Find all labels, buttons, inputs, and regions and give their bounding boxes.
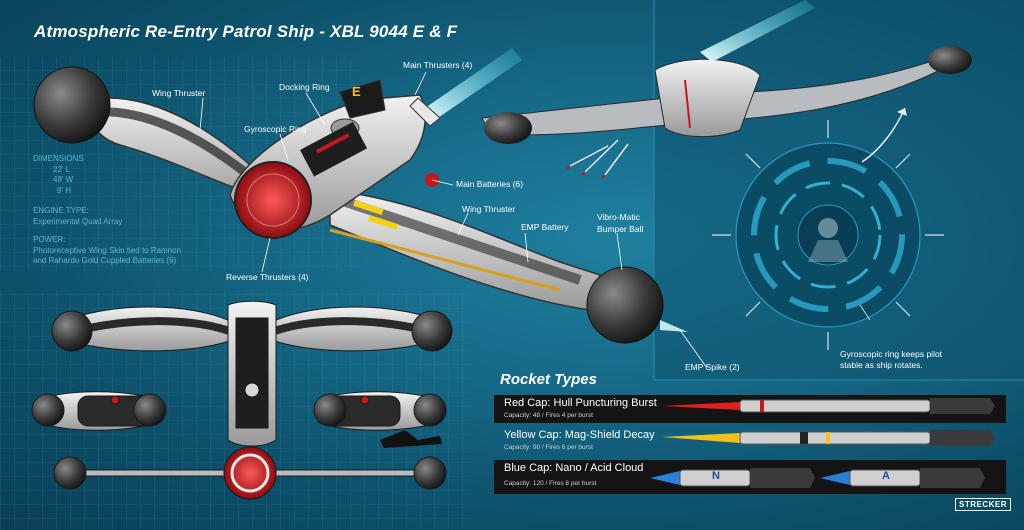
- callout-wing-thruster-left: Wing Thruster: [152, 88, 206, 98]
- rocket-name: Red Cap: Hull Puncturing Burst: [504, 397, 657, 409]
- front-view: [53, 446, 447, 500]
- dimension-length: 22' L: [53, 164, 71, 174]
- callout-main-thrusters: Main Thrusters (4): [403, 60, 473, 70]
- callout-bumper-ball-line2: Bumper Ball: [597, 224, 644, 234]
- callout-lines: [199, 71, 708, 369]
- thrust-beam: [425, 48, 522, 122]
- right-bumper-ball: [586, 266, 664, 344]
- callout-emp-spike: EMP Spike (2): [685, 362, 740, 372]
- power-line-2: and Rahardo Gold Cuppled Batteries (6): [33, 256, 177, 265]
- poster-title: Atmospheric Re-Entry Patrol Ship - XBL 9…: [34, 22, 458, 41]
- rocket-row-blue: Blue Cap: Nano / Acid Cloud Capacity: 12…: [494, 460, 1006, 494]
- rocket-marking-a: A: [882, 470, 890, 482]
- rocket-art-yellow: [662, 430, 995, 446]
- power-label: POWER:: [33, 235, 66, 244]
- callout-wing-thruster-right: Wing Thruster: [462, 204, 516, 214]
- flying-ship: [481, 0, 972, 179]
- artist-signature: STRECKER: [955, 498, 1012, 511]
- cutaway-ship: [33, 48, 688, 344]
- gyroscope-diagram: [712, 107, 944, 350]
- ship-tail-marking: E: [352, 84, 361, 99]
- rocket-capacity: Capacity: 90 / Fires 6 per burst: [504, 444, 593, 451]
- rocket-name: Yellow Cap: Mag-Shield Decay: [504, 429, 655, 441]
- power-line-1: Photoreceptive Wing Skin tied to Ramnon: [33, 245, 182, 255]
- spec-block: DIMENSIONS 22' L 48' W 9' H ENGINE TYPE:…: [33, 154, 333, 267]
- rocket-marking-n: N: [712, 470, 720, 482]
- left-bumper-ball: [33, 66, 111, 144]
- engine-type-label: ENGINE TYPE:: [33, 206, 89, 215]
- callout-emp-battery: EMP Battery: [521, 222, 569, 232]
- pilot-silhouette: [380, 430, 442, 448]
- rocket-name: Blue Cap: Nano / Acid Cloud: [504, 462, 644, 474]
- side-view-left: [31, 391, 167, 431]
- callout-gyroscopic-ring: Gyroscopic Ring: [244, 124, 307, 134]
- top-view: [51, 300, 453, 447]
- callout-bumper-ball-line1: Vibro-Matic: [597, 212, 640, 222]
- dimensions-label: DIMENSIONS: [33, 154, 84, 163]
- dimension-height: 9' H: [57, 185, 71, 195]
- dimension-width: 48' W: [53, 175, 74, 184]
- rocket-capacity: Capacity: 120 / Fires 8 per burst: [504, 480, 597, 487]
- callout-reverse-thrusters: Reverse Thrusters (4): [226, 272, 309, 282]
- gyroscope-note: Gyroscopic ring keeps pilot stable as sh…: [840, 349, 943, 370]
- engine-type-value: Experimental Quad Array: [33, 216, 123, 226]
- rocket-types-heading: Rocket Types: [500, 371, 597, 388]
- rocket-capacity: Capacity: 48 / Fires 4 per burst: [504, 412, 593, 419]
- callout-main-batteries: Main Batteries (6): [456, 179, 524, 189]
- rocket-row-red: Red Cap: Hull Puncturing Burst Capacity:…: [494, 395, 1006, 423]
- gyroscopic-ring-art: [234, 161, 312, 239]
- side-view-right: [313, 391, 447, 431]
- rocket-row-yellow: Yellow Cap: Mag-Shield Decay Capacity: 9…: [494, 427, 1006, 455]
- callout-docking-ring: Docking Ring: [279, 82, 330, 92]
